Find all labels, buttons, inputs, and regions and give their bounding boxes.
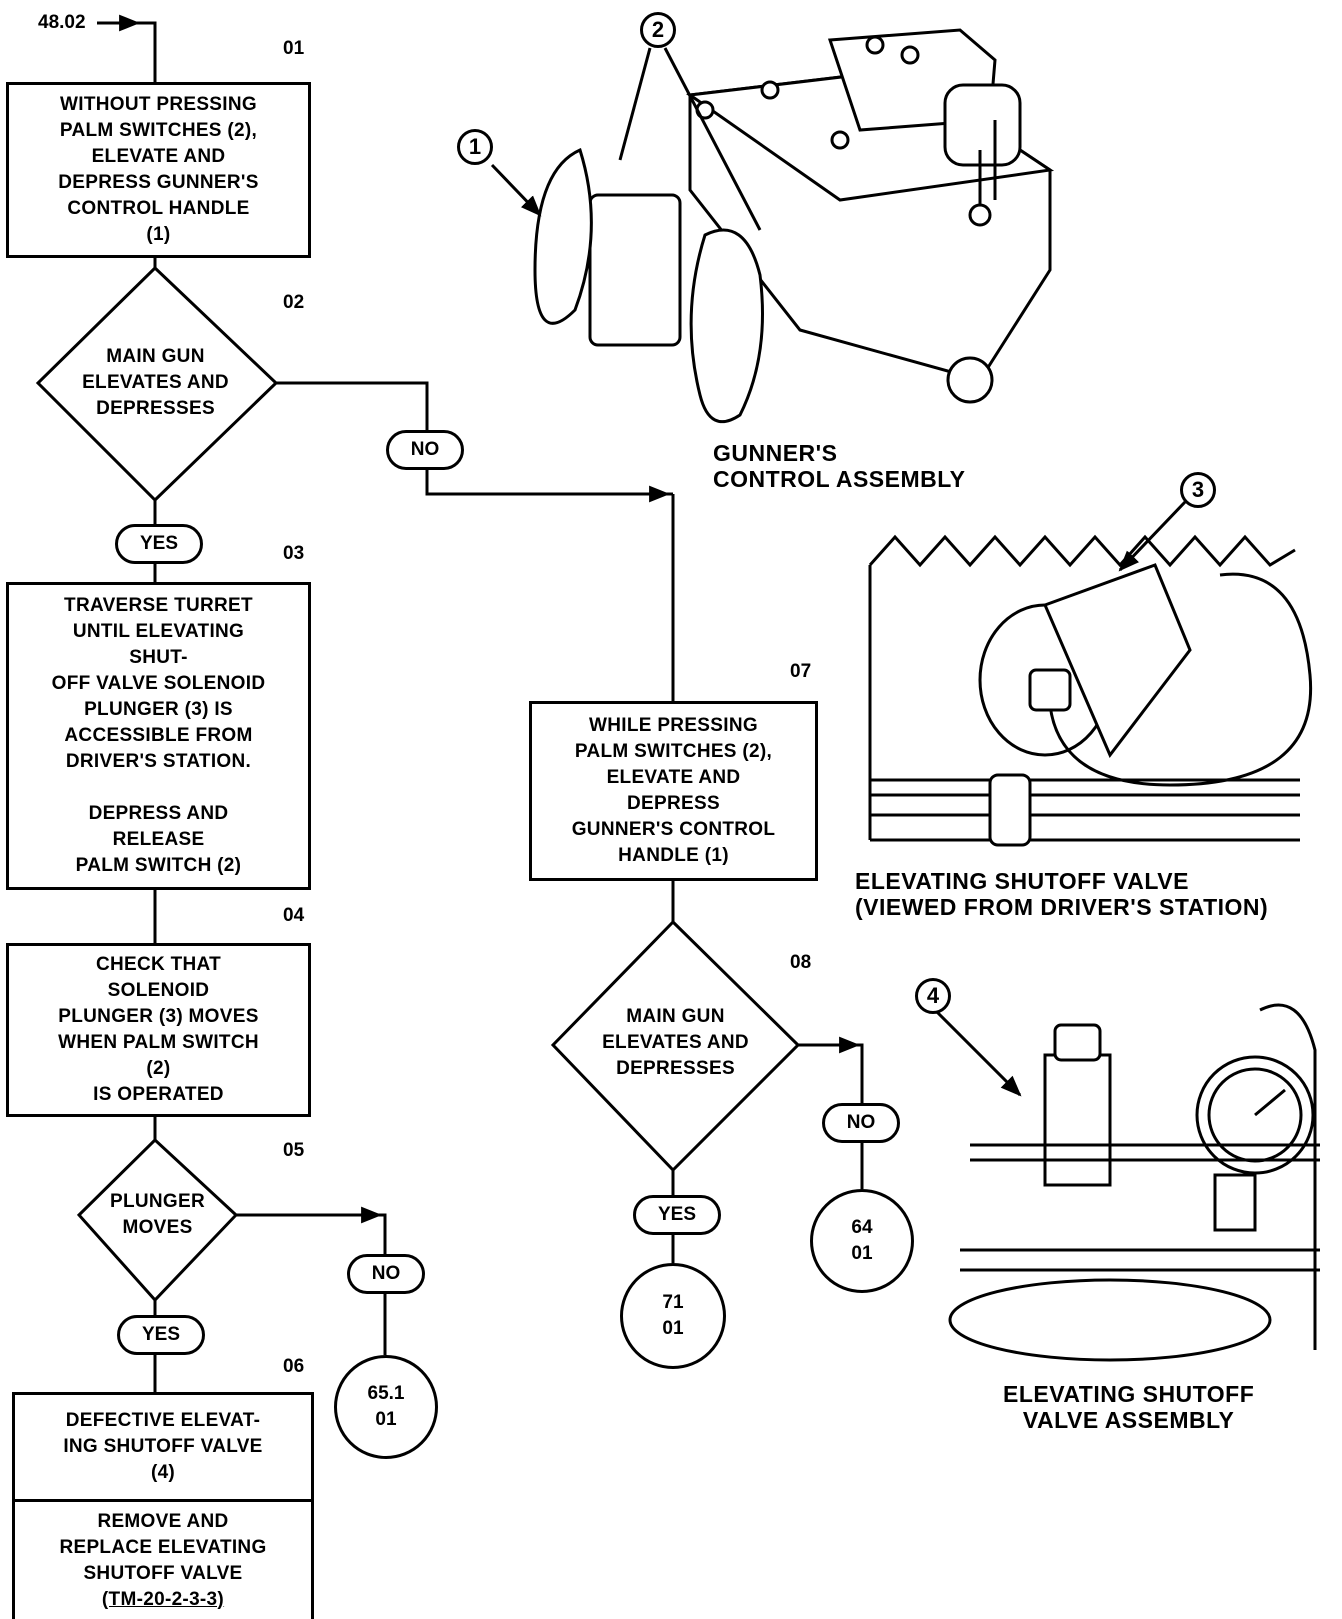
step-06-action-text: REMOVE AND REPLACE ELEVATING SHUTOFF VAL… [59, 1510, 267, 1584]
step-01-box: WITHOUT PRESSING PALM SWITCHES (2), ELEV… [6, 82, 311, 258]
connector-65-1-step: 01 [375, 1409, 397, 1430]
step-05-question: PLUNGER MOVES [110, 1191, 205, 1238]
step-number-02: 02 [283, 292, 305, 313]
step-02-yes-label: YES [115, 524, 203, 564]
callout-leaders [490, 47, 1187, 1097]
entry-connector [97, 14, 157, 82]
step-number-06: 06 [283, 1356, 305, 1377]
gunner-control-assembly-illustration [533, 28, 1055, 424]
step-number-05: 05 [283, 1140, 305, 1161]
callout-1: 1 [457, 129, 493, 165]
shutoff-valve-assembly-illustration [948, 1003, 1320, 1362]
step-number-01: 01 [283, 38, 305, 59]
connector-64-page: 64 [851, 1217, 873, 1238]
caption-gunner-control-assembly: GUNNER'S CONTROL ASSEMBLY [713, 440, 966, 492]
step-07-box: WHILE PRESSING PALM SWITCHES (2), ELEVAT… [529, 701, 818, 881]
connector-71-page: 71 [662, 1292, 684, 1313]
caption-shutoff-valve-driver-station: ELEVATING SHUTOFF VALVE (VIEWED FROM DRI… [855, 868, 1269, 920]
step-03-box: TRAVERSE TURRET UNTIL ELEVATING SHUT- OF… [6, 582, 311, 890]
connector-71: 71 01 [620, 1263, 726, 1369]
step-05-no-label: NO [347, 1254, 425, 1294]
callout-4: 4 [915, 978, 951, 1014]
caption-shutoff-valve-assembly: ELEVATING SHUTOFF VALVE ASSEMBLY [1003, 1381, 1255, 1433]
step-02-question: MAIN GUN ELEVATES AND DEPRESSES [82, 346, 229, 419]
step-number-03: 03 [283, 543, 305, 564]
flow-lines [153, 256, 864, 1392]
step-number-07: 07 [790, 661, 812, 682]
entry-reference: 48.02 [38, 12, 86, 33]
connector-64-step: 01 [851, 1243, 873, 1264]
connector-65-1-page: 65.1 [367, 1383, 405, 1404]
connector-71-step: 01 [662, 1318, 684, 1339]
step-02-no-label: NO [386, 430, 464, 470]
step-05-yes-label: YES [117, 1315, 205, 1355]
decision-diamond-02 [35, 265, 279, 503]
step-06-action-box: REMOVE AND REPLACE ELEVATING SHUTOFF VAL… [12, 1499, 314, 1619]
connector-64: 64 01 [810, 1189, 914, 1293]
step-04-box: CHECK THAT SOLENOID PLUNGER (3) MOVES WH… [6, 943, 311, 1117]
step-06-tm-reference: (TM-20-2-3-3) [101, 1588, 225, 1610]
step-06-box: DEFECTIVE ELEVAT- ING SHUTOFF VALVE (4) [12, 1392, 314, 1502]
callout-2: 2 [640, 12, 676, 48]
step-08-yes-label: YES [633, 1195, 721, 1235]
step-08-no-label: NO [822, 1103, 900, 1143]
decision-diamond-08 [550, 919, 801, 1173]
step-number-04: 04 [283, 905, 305, 926]
callout-3: 3 [1180, 472, 1216, 508]
step-number-08: 08 [790, 952, 812, 973]
decision-diamond-05 [76, 1137, 239, 1303]
shutoff-valve-driver-illustration [868, 534, 1313, 847]
connector-65-1: 65.1 01 [334, 1355, 438, 1459]
step-08-question: MAIN GUN ELEVATES AND DEPRESSES [602, 1006, 749, 1079]
